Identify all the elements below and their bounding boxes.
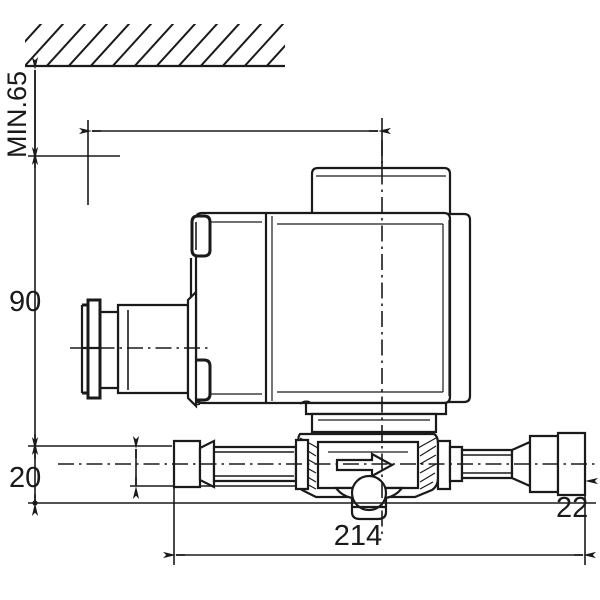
- valve-neck: [299, 400, 448, 434]
- dimension-min-65: MIN.65: [2, 57, 39, 165]
- electrical-connector: [80, 289, 198, 409]
- dimension-label-20: 20: [9, 462, 41, 494]
- dimension-label-90: 90: [9, 286, 41, 318]
- dimension-90: 90: [9, 147, 172, 455]
- dimension-label-min-65: MIN.65: [2, 71, 32, 158]
- dimension-label-22: 22: [556, 492, 588, 524]
- flow-direction-arrow: [335, 452, 395, 478]
- valve-body: [296, 432, 440, 521]
- coil-top-cap: [310, 166, 452, 220]
- dimension-20: 20: [9, 437, 175, 516]
- ceiling-hatch-region: [25, 24, 285, 68]
- dimension-label-214: 214: [334, 520, 382, 552]
- solenoid-body: [189, 211, 472, 406]
